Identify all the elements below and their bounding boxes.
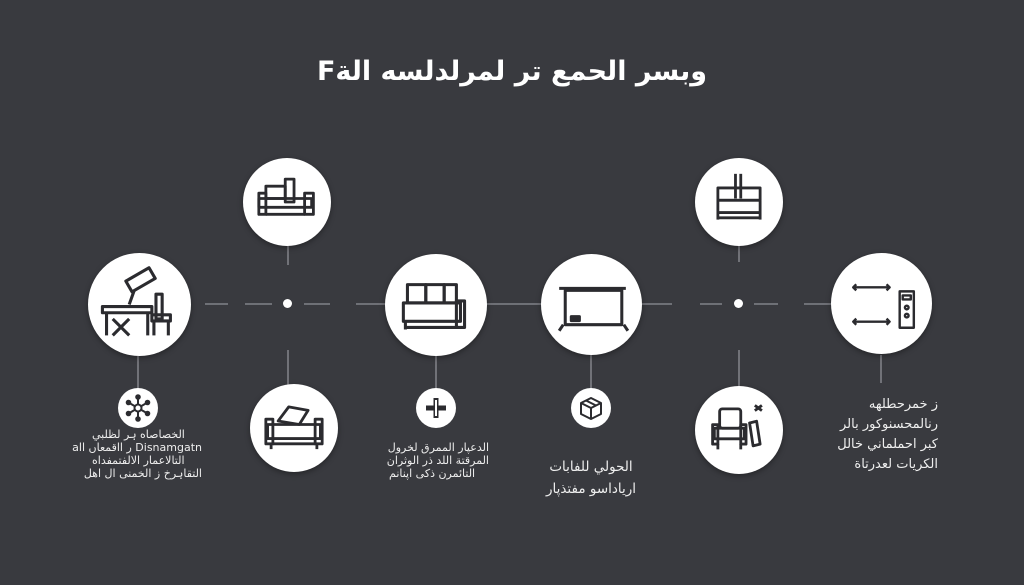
step-node-dimension-cabinet[interactable] xyxy=(831,253,932,354)
caption-line: التالاعمار الالفتمفداه xyxy=(92,454,185,467)
caption-line: المرقتة اللد ذر الوثران xyxy=(386,454,489,467)
caption-step-4: ز خمرحطلهه رنالمحسنوكور بالر كبر احملمان… xyxy=(826,395,938,475)
sofa-section-icon xyxy=(257,177,315,216)
step-node-armchair[interactable] xyxy=(250,384,338,472)
small-node-cross-tool[interactable] xyxy=(416,388,456,428)
caption-step-1: الخصاصاه ہر لظلبي Disnamgatn ر ااقمعاں ا… xyxy=(72,428,202,480)
caption-line: التائمرن ذكی اپنانم xyxy=(389,467,476,480)
small-node-asterisk[interactable] xyxy=(118,388,158,428)
caption-line: التقاہرخ ز الخمنی ال اهل xyxy=(83,467,202,480)
diagram-title: وبسر الحمع تر لمرلدلسه الةF xyxy=(316,56,708,87)
junction-dot xyxy=(734,299,743,308)
caption-step-2: الدعپار الممرق لخرول المرقتة اللد ذر الو… xyxy=(386,441,489,480)
step-node-sofa-section[interactable] xyxy=(243,158,331,246)
caption-line: كبر احملماني خالل xyxy=(837,437,938,452)
desk-chair-icon xyxy=(100,266,172,337)
cross-tool-icon xyxy=(426,398,446,418)
step-node-shelf-unit[interactable] xyxy=(695,158,783,246)
step-node-projector-screen[interactable] xyxy=(541,254,642,355)
small-node-box[interactable] xyxy=(571,388,611,428)
junction-dot xyxy=(283,299,292,308)
asterisk-network-icon xyxy=(125,394,151,422)
armchair-icon xyxy=(264,405,324,450)
caption-line: الدعپار الممرق لخرول xyxy=(387,441,489,454)
caption-step-3: الحولي للفابات ارياداسو مفتذپار xyxy=(536,456,646,500)
shelf-unit-icon xyxy=(716,173,762,220)
projector-screen-icon xyxy=(557,286,630,332)
caption-line: الخصاصاه ہر لظلبي xyxy=(92,428,185,441)
box-icon xyxy=(580,397,602,420)
sofa-icon xyxy=(401,283,467,330)
caption-line: Disnamgatn ر ااقمعاں ااa xyxy=(72,441,202,454)
caption-line: ارياداسو مفتذپار xyxy=(545,481,637,497)
caption-line: رنالمحسنوكور بالر xyxy=(840,417,938,432)
step-node-sofa[interactable] xyxy=(385,254,487,356)
dimension-cabinet-icon xyxy=(852,283,916,329)
step-node-desk-chair[interactable] xyxy=(88,253,191,356)
step-node-chair-tool[interactable] xyxy=(695,386,783,474)
caption-line: ز خمرحطلهه xyxy=(868,397,938,412)
caption-line: الكريات لعدرتاة xyxy=(854,457,938,472)
caption-line: الحولي للفابات xyxy=(549,459,633,475)
chair-with-tool-icon xyxy=(711,404,763,450)
